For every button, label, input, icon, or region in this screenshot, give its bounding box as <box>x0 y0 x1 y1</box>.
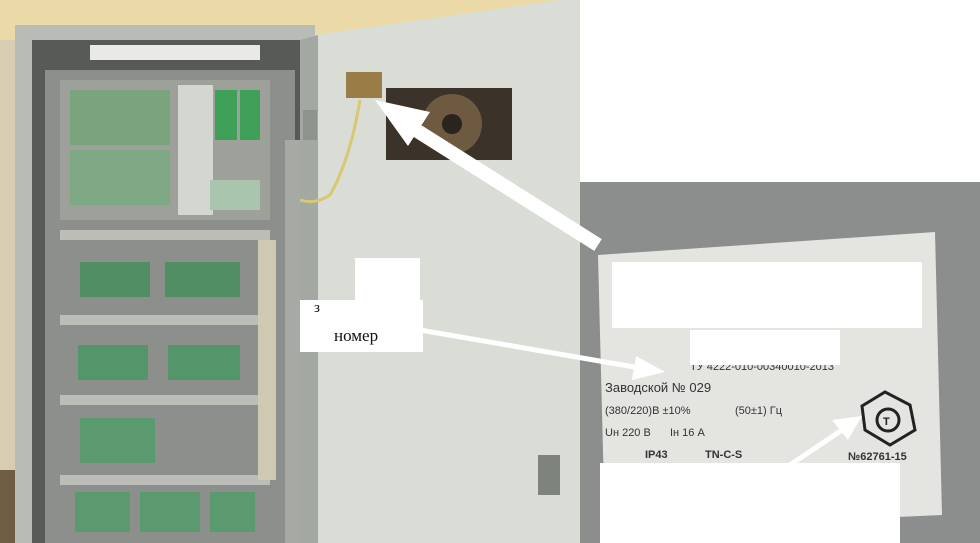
din-rail-2 <box>60 315 270 325</box>
redaction-box-lower <box>600 463 900 543</box>
arrow-to-door-label <box>375 100 602 251</box>
door-label-plate <box>346 72 382 98</box>
relay-row-2b <box>168 345 240 380</box>
nameplate-voltage: (380/220)В ±10% <box>605 405 691 417</box>
relay-row-4b <box>140 492 200 532</box>
nameplate-frequency: (50±1) Гц <box>735 405 783 417</box>
terminal-block-right <box>210 180 260 210</box>
controller-board-1 <box>70 90 170 145</box>
green-terminal-2 <box>240 90 260 140</box>
green-terminal-1 <box>215 90 237 140</box>
relay-row-1b <box>165 262 240 297</box>
nameplate-rated-current: Iн 16 А <box>670 427 705 439</box>
certification-mark-icon: T <box>860 390 917 447</box>
relay-row-4a <box>75 492 130 532</box>
relay-row-1a <box>80 262 150 297</box>
callout-serial-fragment: з <box>314 300 320 316</box>
nameplate-serial: Заводской № 029 <box>605 380 711 395</box>
arrow-to-cert-mark <box>788 416 862 468</box>
relay-row-4c <box>210 492 255 532</box>
svg-text:T: T <box>883 416 890 428</box>
callout-serial-word: номер <box>334 326 379 345</box>
earth-wire <box>299 99 362 204</box>
arrow-to-serial <box>419 327 665 380</box>
relay-row-2a <box>78 345 148 380</box>
controller-board-2 <box>70 150 170 205</box>
din-rail-3 <box>60 395 270 405</box>
door-hinge-upper <box>303 110 317 140</box>
cable-duct <box>285 140 300 543</box>
nameplate-earthing: TN-C-S <box>705 449 742 461</box>
callout-box <box>300 300 423 352</box>
callout-box-top <box>355 258 420 300</box>
terminal-strip <box>258 240 276 480</box>
top-light-fixture <box>90 45 260 60</box>
controller-unit <box>178 85 213 215</box>
din-rail-1 <box>60 230 270 240</box>
relay-row-3 <box>80 418 155 463</box>
nameplate-protection: IP43 <box>645 449 668 461</box>
din-rail-4 <box>60 475 270 485</box>
redaction-box-upper <box>612 262 922 328</box>
redaction-box-middle <box>690 330 840 365</box>
door-latch <box>538 455 560 495</box>
fan-hub <box>442 114 462 134</box>
door-edge-shadow <box>300 35 318 543</box>
nameplate-rated-voltage: Uн 220 В <box>605 427 651 439</box>
nameplate-cert-number: №62761-15 <box>848 451 907 463</box>
